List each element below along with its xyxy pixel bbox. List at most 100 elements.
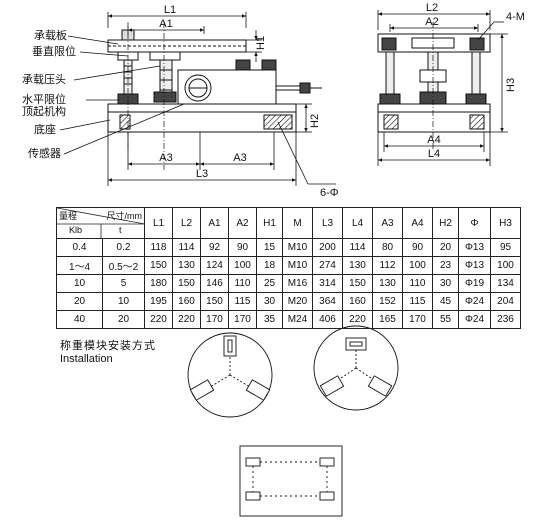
table-cell: 30 [256,292,283,311]
table-cell: 1～4 [56,256,103,275]
install-title-en: Installation [60,353,113,365]
table-cell: 130 [172,256,201,275]
table-cell: 274 [312,256,343,275]
table-cell: 124 [200,256,229,275]
table-cell: 55 [432,310,459,329]
table-cell: 114 [172,238,201,257]
table-cell: 80 [372,238,403,257]
dim-l3: L3 [196,168,208,180]
table-cell: 170 [200,310,229,329]
table-cell: Φ24 [458,292,491,311]
table-cell: M10 [282,256,313,275]
header-cell: L4 [342,207,373,239]
table-cell: 20 [432,238,459,257]
label-horizontal-limit: 水平限位 [22,94,66,106]
label-base: 底座 [34,124,56,136]
table-cell: 200 [312,238,343,257]
install-diagram-right [313,325,399,411]
side-view [377,22,491,150]
dim-h3: H3 [505,78,517,92]
dim-h1: H1 [255,36,267,50]
table-cell: 95 [490,238,521,257]
header-cell: L2 [172,207,201,239]
corner-diagonal [57,208,145,238]
table-cell: 170 [228,310,257,329]
dim-holes: 6-Φ [320,187,339,199]
label-jack-mechanism: 顶起机构 [22,106,66,118]
dim-a3-left: A3 [159,152,172,164]
table-cell: 115 [402,292,433,311]
table-cell: 90 [402,238,433,257]
sub-t-label: t [119,225,122,235]
table-cell: Φ19 [458,274,491,293]
table-cell: 114 [342,238,373,257]
dim-h2: H2 [309,114,321,128]
table-cell: 0.4 [56,238,103,257]
table-cell: 364 [312,292,343,311]
table-corner-cell: 量程 尺寸/mm Klb t [56,207,145,239]
header-cell: A4 [402,207,433,239]
table-cell: 130 [372,274,403,293]
dim-4m: 4-M [506,11,525,23]
table-cell: 25 [256,274,283,293]
install-title-cn: 称重模块安装方式 [60,340,156,352]
table-cell: 314 [312,274,343,293]
table-cell: 204 [490,292,521,311]
header-cell: A1 [200,207,229,239]
table-header-row: 量程 尺寸/mm Klb t L1 L2 A1 A2 H1 M L3 L4 A3… [56,207,521,239]
label-vertical-limit: 垂直限位 [32,46,76,58]
header-cell: M [282,207,313,239]
table-cell: 118 [144,238,173,257]
header-cell: H2 [432,207,459,239]
table-cell: 220 [172,310,201,329]
table-cell: 0.2 [102,238,145,257]
table-cell: 150 [200,292,229,311]
corner-range-label: 量程 [59,211,78,221]
label-load-head: 承载压头 [22,74,66,86]
table-cell: M24 [282,310,313,329]
dim-a3-right: A3 [233,152,246,164]
table-cell: 112 [372,256,403,275]
header-cell: Φ [458,207,491,239]
table-cell: 195 [144,292,173,311]
dim-a4: A4 [427,134,440,146]
table-cell: 100 [228,256,257,275]
header-cell: H3 [490,207,521,239]
install-diagram-bottom [239,445,343,517]
table-cell: 170 [402,310,433,329]
spec-table: 量程 尺寸/mm Klb t L1 L2 A1 A2 H1 M L3 L4 A3… [56,207,521,329]
table-cell: Φ13 [458,238,491,257]
table-cell: 20 [56,292,103,311]
front-view [107,22,322,170]
sub-klb-label: Klb [69,225,83,235]
label-load-plate: 承载板 [34,30,67,42]
dim-a2: A2 [425,16,438,28]
dim-l1: L1 [164,4,176,16]
table-cell: M16 [282,274,313,293]
table-cell: 10 [56,274,103,293]
table-cell: 134 [490,274,521,293]
table-cell: 23 [432,256,459,275]
table-cell: 115 [228,292,257,311]
dim-l4: L4 [428,148,440,160]
dim-l2: L2 [426,2,438,14]
header-cell: L1 [144,207,173,239]
label-sensor: 传感器 [28,148,61,160]
table-cell: 180 [144,274,173,293]
table-cell: 35 [256,310,283,329]
table-cell: 406 [312,310,343,329]
table-cell: 90 [228,238,257,257]
table-cell: 110 [228,274,257,293]
table-cell: 10 [102,292,145,311]
table-cell: 152 [372,292,403,311]
install-title: 称重模块安装方式 Installation [60,340,156,366]
table-cell: 220 [144,310,173,329]
table-cell: 0.5～2 [102,256,145,275]
table-cell: 160 [172,292,201,311]
